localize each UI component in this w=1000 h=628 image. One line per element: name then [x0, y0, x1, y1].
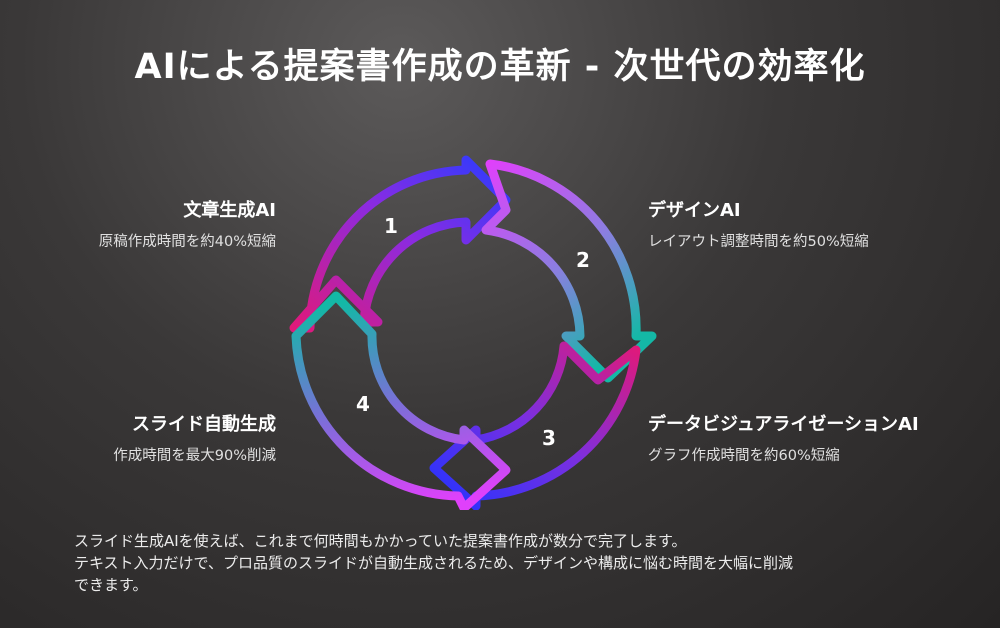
cycle-arrows-graphic — [289, 155, 657, 513]
footer-line-3: できます。 — [74, 576, 148, 594]
segment-1-heading: 文章生成AI — [183, 200, 276, 221]
segment-1-description: 原稿作成時間を約40%短縮 — [98, 234, 276, 250]
segment-3-number: 3 — [542, 426, 556, 450]
cycle-diagram: 1 2 3 4 — [280, 150, 660, 513]
segment-2-arrow — [481, 159, 657, 383]
segment-1-number: 1 — [384, 214, 398, 238]
label-segment-4: スライド自動生成 作成時間を最大90%削減 — [113, 410, 276, 465]
segment-3-heading: データビジュアライゼーションAI — [648, 414, 919, 435]
page-title: AIによる提案書作成の革新 - 次世代の効率化 — [134, 47, 866, 87]
label-segment-1: 文章生成AI 原稿作成時間を約40%短縮 — [99, 196, 276, 251]
label-segment-3: データビジュアライゼーションAI グラフ作成時間を約60%短縮 — [648, 410, 919, 465]
footer-line-2: テキスト入力だけで、プロ品質のスライドが自動生成されるため、デザインや構成に悩む… — [74, 554, 793, 572]
segment-4-heading: スライド自動生成 — [132, 414, 276, 435]
segment-1-arrow — [289, 155, 511, 333]
footer-text: スライド生成AIを使えば、これまで何時間もかかっていた提案書作成が数分で完了しま… — [74, 530, 974, 596]
segment-4-description: 作成時間を最大90%削減 — [113, 448, 276, 464]
footer-line-1: スライド生成AIを使えば、これまで何時間もかかっていた提案書作成が数分で完了しま… — [74, 532, 687, 550]
segment-4-number: 4 — [356, 392, 370, 416]
label-segment-2: デザインAI レイアウト調整時間を約50%短縮 — [648, 196, 869, 251]
segment-2-number: 2 — [576, 248, 590, 272]
segment-2-heading: デザインAI — [648, 200, 741, 221]
segment-2-description: レイアウト調整時間を約50%短縮 — [648, 234, 869, 250]
segment-4-arrow — [291, 291, 511, 513]
segment-3-description: グラフ作成時間を約60%短縮 — [648, 448, 840, 464]
